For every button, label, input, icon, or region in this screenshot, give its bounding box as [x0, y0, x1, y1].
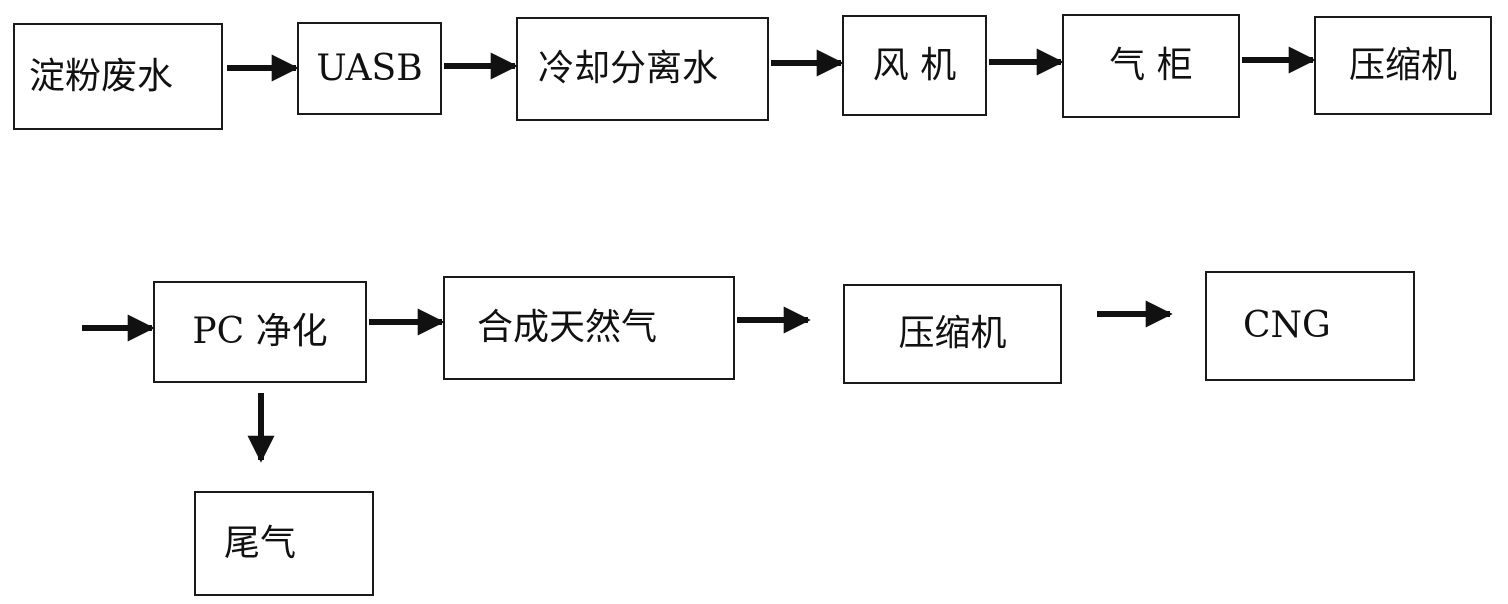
- node-label: 尾气: [224, 522, 297, 564]
- node-label: 合成天然气: [477, 307, 658, 348]
- node-uasb: UASB: [297, 22, 442, 115]
- node-synthetic-natural-gas: 合成天然气: [443, 276, 735, 380]
- node-label: UASB: [316, 47, 423, 89]
- node-cooling-water-separation: 冷却分离水: [516, 17, 769, 121]
- node-label: 淀粉废水: [29, 55, 174, 97]
- node-compressor-2: 压缩机: [843, 284, 1062, 384]
- node-label: 气 柜: [1109, 45, 1193, 86]
- node-label: CNG: [1243, 305, 1331, 346]
- node-label: PC 净化: [192, 311, 328, 352]
- node-label: 风 机: [872, 44, 957, 86]
- node-pc-purification: PC 净化: [153, 281, 367, 383]
- node-cng: CNG: [1205, 271, 1415, 381]
- node-label: 压缩机: [1348, 44, 1457, 86]
- node-label: 冷却分离水: [538, 48, 719, 89]
- node-tail-gas: 尾气: [194, 491, 374, 596]
- node-label: 压缩机: [898, 313, 1007, 354]
- node-gas-holder: 气 柜: [1062, 14, 1240, 118]
- node-starch-wastewater: 淀粉废水: [13, 23, 223, 130]
